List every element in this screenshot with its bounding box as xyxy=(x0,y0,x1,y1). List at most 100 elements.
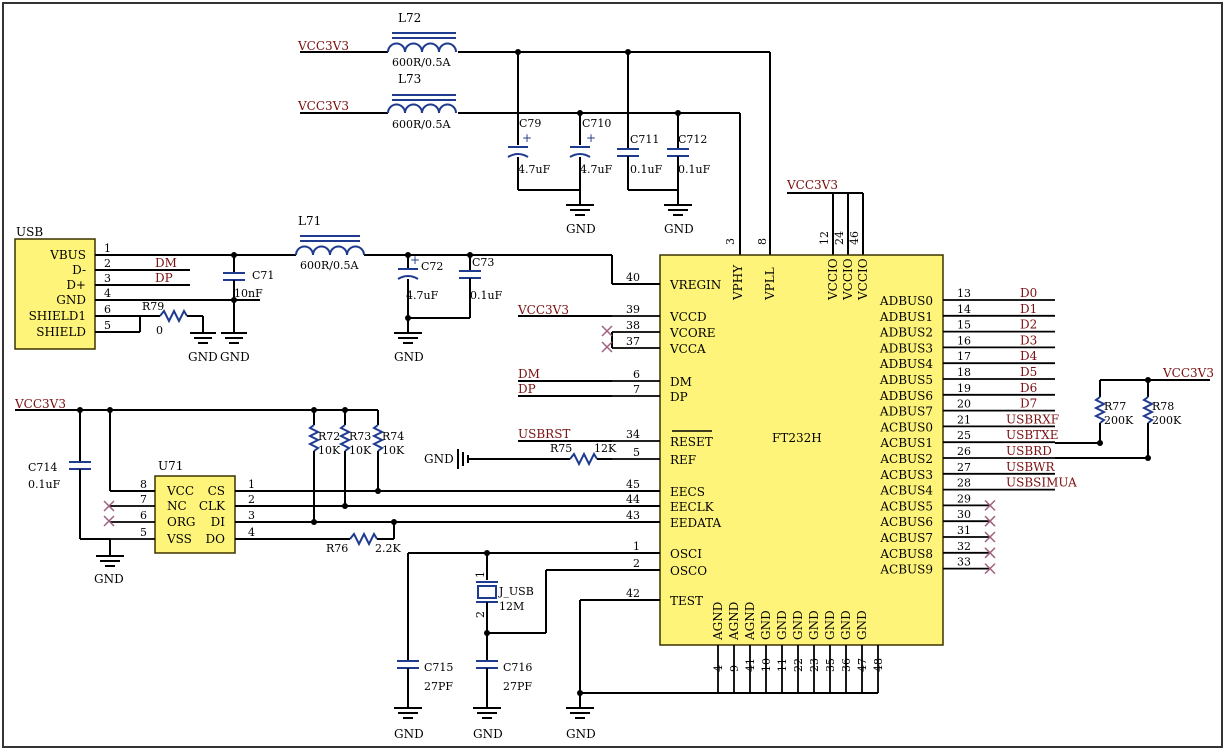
c714-ref: C714 xyxy=(28,461,57,474)
chip-pin-number: 38 xyxy=(626,319,640,332)
net-label-vcc: VCC3V3 xyxy=(297,39,349,53)
chip-pin-number: 28 xyxy=(957,477,971,490)
eeprom-pin-number: 5 xyxy=(140,526,147,539)
chip-pin-label: ACBUS2 xyxy=(879,452,933,466)
chip-pin-label: DP xyxy=(670,390,688,404)
chip-pin-number: 6 xyxy=(633,368,640,381)
svg-text:GND: GND xyxy=(394,350,424,364)
svg-text:GND: GND xyxy=(220,350,250,364)
net-label-d4: D4 xyxy=(1020,349,1038,363)
r72-value: 10K xyxy=(318,444,341,457)
chip-pin-label: VCORE xyxy=(669,326,715,340)
capacitor-c711: C711 0.1uF xyxy=(617,52,678,191)
chip-pin-number: 25 xyxy=(957,429,971,442)
chip-pin-number: 45 xyxy=(626,478,640,491)
r75-value: 12K xyxy=(594,442,617,455)
c79-ref: C79 xyxy=(519,117,541,130)
chip-pin-number: 20 xyxy=(957,398,971,411)
vcc-net-l72: VCC3V3 xyxy=(297,39,771,255)
chip-pin-number: 33 xyxy=(957,556,971,569)
usb-pin-number: 5 xyxy=(104,319,111,332)
eeprom-pin-number: 8 xyxy=(140,478,147,491)
chip-pin-label: ADBUS0 xyxy=(879,294,933,308)
chip-pin-label: ADBUS1 xyxy=(879,310,933,324)
chip-pin-number: 4 xyxy=(712,665,725,672)
chip-pin-label: ADBUS4 xyxy=(879,357,933,371)
crystal-section: 1 2 J_USB 12M xyxy=(407,550,660,660)
eeprom-power: VCC3V3 xyxy=(14,397,378,413)
chip-pin-label: EECS xyxy=(670,485,705,499)
l71-value: 600R/0.5A xyxy=(300,259,359,272)
chip-pin-label: ADBUS7 xyxy=(879,405,933,419)
chip-pin-label: OSCO xyxy=(670,564,707,578)
r79-ref: R79 xyxy=(142,300,164,313)
pin-number: 3 xyxy=(724,238,737,245)
chip-pin-number: 18 xyxy=(957,366,971,379)
net-label-usbwr: USBWR xyxy=(1006,460,1055,474)
acbus-pullups: VCC3V3 R77 200K R78 200K xyxy=(1093,366,1214,458)
svg-text:2: 2 xyxy=(474,611,487,618)
c71-value: 10nF xyxy=(234,287,263,300)
gnd-symbols-bottom: GND GND GND xyxy=(394,707,596,741)
chip-pin-label: ADBUS2 xyxy=(879,326,933,340)
test-and-gnd-bus xyxy=(577,599,878,708)
chip-pin-number: 39 xyxy=(626,303,640,316)
u71-ref: U71 xyxy=(158,459,183,473)
r78-value: 200K xyxy=(1152,414,1182,427)
c72-ref: C72 xyxy=(421,260,443,273)
c716-value: 27PF xyxy=(503,680,532,693)
eeprom-pin-label: CLK xyxy=(199,499,226,513)
chip-pin-number: 17 xyxy=(957,350,971,363)
chip-pin-label: AGND xyxy=(711,602,725,641)
no-connect-mark xyxy=(984,499,996,511)
chip-pin-number: 37 xyxy=(626,335,640,348)
c73-value: 0.1uF xyxy=(470,289,503,302)
net-label-usbrst: USBRST xyxy=(518,427,570,441)
c710-value: 4.7uF xyxy=(580,163,613,176)
chip-pin-label: RESET xyxy=(670,435,713,449)
chip-pin-label: GND xyxy=(823,610,837,640)
chip-pin-label: ACBUS4 xyxy=(879,484,933,498)
eeprom-pin-number: 1 xyxy=(248,478,255,491)
net-label-usbtxe: USBTXE xyxy=(1006,428,1058,442)
r77-value: 200K xyxy=(1104,414,1134,427)
c710-ref: C710 xyxy=(582,117,611,130)
capacitor-c73: C73 0.1uF xyxy=(459,255,503,318)
chip-pin-number: 44 xyxy=(626,493,640,506)
capacitor-c716: C716 27PF xyxy=(476,660,532,708)
chip-pin-label: GND xyxy=(807,610,821,640)
usb-pin-number: 3 xyxy=(104,272,111,285)
eeprom-pin-label: DO xyxy=(206,532,226,546)
eeprom-pin-number: 7 xyxy=(140,493,147,506)
chip-pin-number: 16 xyxy=(957,334,971,347)
c79-value: 4.7uF xyxy=(518,163,551,176)
inductor-l72: L72 600R/0.5A xyxy=(387,11,457,69)
chip-pin-number: 1 xyxy=(633,540,640,553)
net-label-d1: D1 xyxy=(1020,302,1037,316)
chip-pin-number: 22 xyxy=(792,658,805,672)
pin-label-vpll: VPLL xyxy=(763,267,777,301)
chip-pin-number: 29 xyxy=(957,492,971,505)
vcc-net-l73: VCC3V3 xyxy=(297,99,741,255)
gnd-symbol-eeprom: GND xyxy=(94,555,124,586)
capacitor-c712: C712 0.1uF xyxy=(667,113,711,205)
capacitor-c715: C715 27PF xyxy=(397,660,453,708)
usb-pin-number: 2 xyxy=(104,257,111,270)
chip-pin-label: ADBUS5 xyxy=(879,373,933,387)
no-connect-mark xyxy=(984,515,996,527)
net-label-d3: D3 xyxy=(1020,333,1037,347)
chip-pin-label: OSCI xyxy=(670,547,702,561)
svg-text:GND: GND xyxy=(188,350,218,364)
capacitor-c72: + C72 4.7uF xyxy=(397,253,470,333)
chip-pin-label: TEST xyxy=(670,594,703,608)
chip-pin-number: 36 xyxy=(840,658,853,672)
c714-value: 0.1uF xyxy=(28,478,61,491)
chip-pin-label: GND xyxy=(759,610,773,640)
gnd-label-ref: GND xyxy=(424,452,454,466)
chip-pin-label: DM xyxy=(670,375,692,389)
net-label-dp: DP xyxy=(155,271,173,285)
svg-text:GND: GND xyxy=(473,727,503,741)
capacitor-c79: + C79 4.7uF xyxy=(507,52,580,191)
